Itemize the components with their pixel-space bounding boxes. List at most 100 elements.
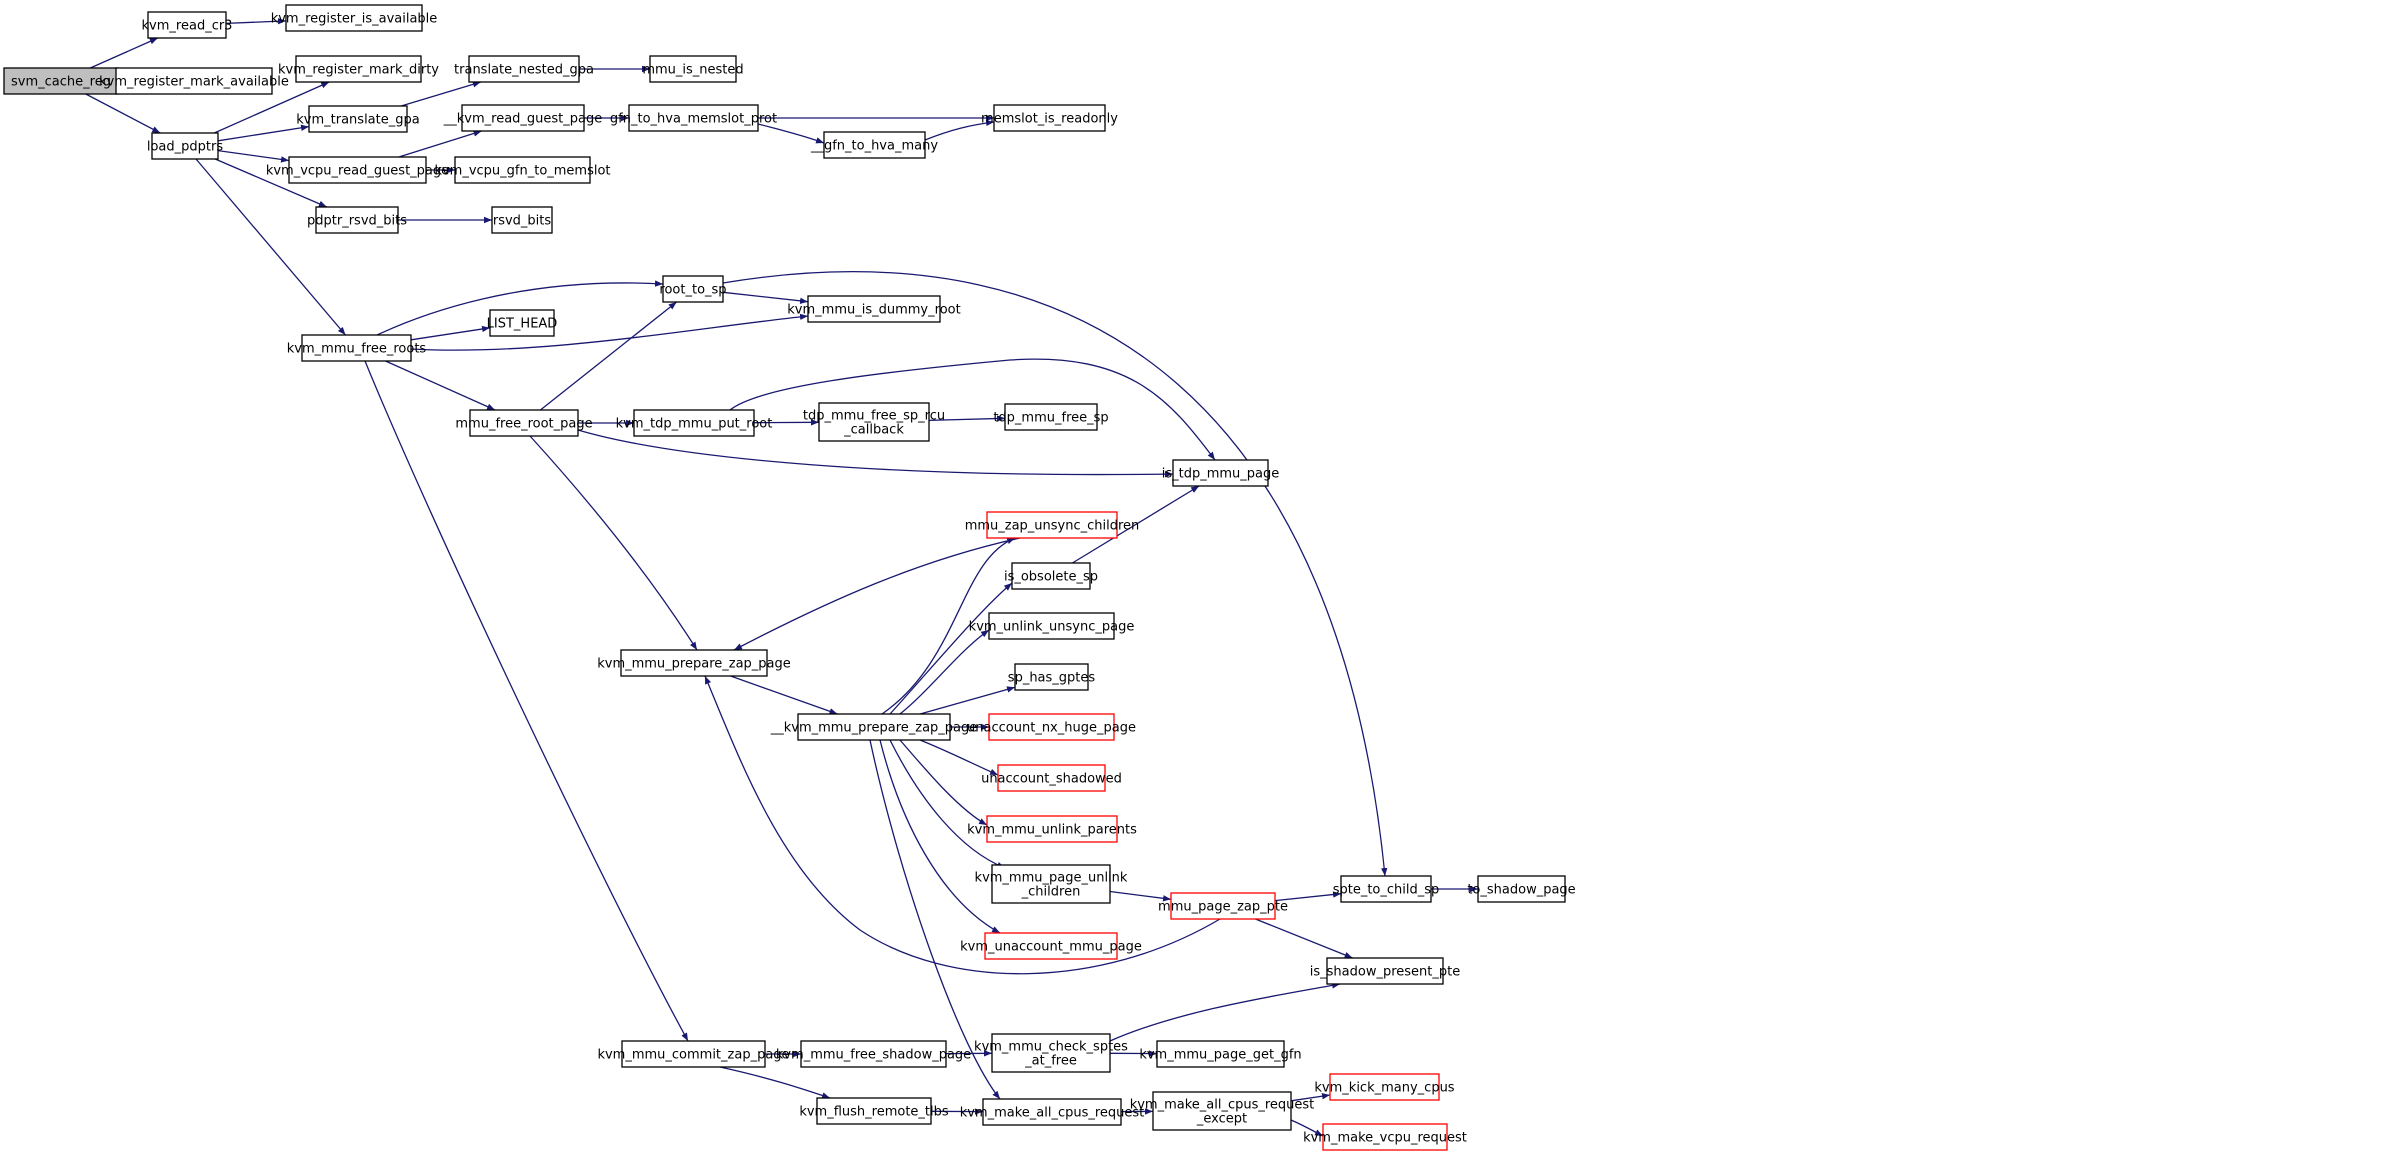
node-unaccount_shadowed[interactable]: unaccount_shadowed (981, 764, 1122, 792)
node-tdp_mmu_free_sp_rcu_callback[interactable]: tdp_mmu_free_sp_rcu_callback (803, 402, 945, 442)
node-label: __kvm_mmu_prepare_zap_page (770, 721, 978, 736)
node-kvm_mmu_check_sptes_at_free[interactable]: kvm_mmu_check_sptes_at_free (974, 1033, 1128, 1073)
edge-__gfn_to_hva_many-to-memslot_is_readonly (924, 119, 995, 141)
edge-mmu_page_zap_pte-to-is_shadow_present_pte (1255, 918, 1353, 959)
node-kvm_vcpu_read_guest_page[interactable]: kvm_vcpu_read_guest_page (266, 156, 449, 184)
node-kvm_make_all_cpus_request[interactable]: kvm_make_all_cpus_request (960, 1098, 1145, 1126)
node-kvm_flush_remote_tlbs[interactable]: kvm_flush_remote_tlbs (799, 1097, 949, 1125)
node-mmu_is_nested[interactable]: mmu_is_nested (642, 55, 744, 83)
node-label: kvm_kick_many_cpus (1314, 1081, 1454, 1096)
node-kvm_mmu_page_get_gfn[interactable]: kvm_mmu_page_get_gfn (1139, 1040, 1302, 1068)
node-box (797, 713, 951, 741)
node-mmu_free_root_page[interactable]: mmu_free_root_page (455, 409, 593, 437)
node-box (986, 511, 1118, 539)
node-__kvm_read_guest_page[interactable]: __kvm_read_guest_page (443, 104, 603, 132)
node-kvm_tdp_mmu_put_root[interactable]: kvm_tdp_mmu_put_root (616, 409, 773, 437)
node-is_shadow_present_pte[interactable]: is_shadow_present_pte (1310, 957, 1460, 985)
node-kvm_register_mark_dirty[interactable]: kvm_register_mark_dirty (278, 55, 439, 83)
node-box (115, 67, 273, 95)
node-label: kvm_register_mark_dirty (278, 63, 439, 78)
node-box (621, 1040, 766, 1068)
node-kvm_mmu_prepare_zap_page[interactable]: kvm_mmu_prepare_zap_page (597, 649, 791, 677)
node-label: tdp_mmu_free_sp_rcu (803, 409, 945, 424)
node-box (285, 4, 423, 32)
node-box (1170, 892, 1276, 920)
node-label: spte_to_child_sp (1333, 883, 1440, 898)
node-kvm_mmu_commit_zap_page[interactable]: kvm_mmu_commit_zap_page (597, 1040, 790, 1068)
node-unaccount_nx_huge_page[interactable]: unaccount_nx_huge_page (967, 713, 1136, 741)
node-kvm_read_cr3[interactable]: kvm_read_cr3 (142, 11, 233, 39)
node-mmu_zap_unsync_children[interactable]: mmu_zap_unsync_children (965, 511, 1140, 539)
edge-kvm_mmu_page_unlink_children-to-mmu_page_zap_pte (1109, 890, 1172, 902)
node-kvm_mmu_page_unlink_children[interactable]: kvm_mmu_page_unlink_children (975, 864, 1128, 904)
node-label: _children (1021, 885, 1081, 900)
edge-kvm_mmu_free_roots-to-root_to_sp (376, 280, 664, 336)
node-translate_nested_gpa[interactable]: translate_nested_gpa (454, 55, 594, 83)
node-pdptr_rsvd_bits[interactable]: pdptr_rsvd_bits (307, 206, 407, 234)
node-kvm_unaccount_mmu_page[interactable]: kvm_unaccount_mmu_page (960, 932, 1142, 960)
node-kvm_kick_many_cpus[interactable]: kvm_kick_many_cpus (1314, 1073, 1455, 1101)
node-sp_has_gptes[interactable]: sp_has_gptes (1008, 663, 1096, 691)
node-box (1156, 1040, 1285, 1068)
node-tdp_mmu_free_sp[interactable]: tdp_mmu_free_sp (993, 403, 1109, 431)
node-root_to_sp[interactable]: root_to_sp (659, 275, 727, 303)
edge-__kvm_mmu_prepare_zap_page-to-unaccount_shadowed (919, 739, 999, 776)
node-label: _except (1196, 1112, 1247, 1127)
edge-load_pdptrs-to-pdptr_rsvd_bits (214, 158, 328, 208)
node-kvm_mmu_unlink_parents[interactable]: kvm_mmu_unlink_parents (967, 815, 1137, 843)
node-rsvd_bits[interactable]: rsvd_bits (491, 206, 553, 234)
node-box (295, 55, 422, 83)
node-kvm_mmu_free_shadow_page[interactable]: kvm_mmu_free_shadow_page (776, 1040, 971, 1068)
node-label: kvm_mmu_page_get_gfn (1139, 1048, 1301, 1063)
edge-kvm_make_all_cpus_request_except-to-kvm_kick_many_cpus (1290, 1093, 1331, 1102)
node-label: kvm_mmu_check_sptes (974, 1040, 1128, 1055)
node-LIST_HEAD[interactable]: LIST_HEAD (487, 309, 558, 337)
node-spte_to_child_sp[interactable]: spte_to_child_sp (1333, 875, 1440, 903)
edge-mmu_page_zap_pte-to-spte_to_child_sp (1274, 891, 1342, 902)
node-label: _at_free (1024, 1054, 1077, 1069)
node-box (662, 275, 724, 303)
edge-kvm_mmu_free_roots-to-LIST_HEAD (410, 325, 491, 341)
edge-svm_cache_reg-to-load_pdptrs (85, 93, 161, 134)
nodes-layer: svm_cache_reg kvm_read_cr3 kvm_register_is… (3, 4, 1576, 1151)
node-is_tdp_mmu_page[interactable]: is_tdp_mmu_page (1162, 459, 1280, 487)
node-kvm_translate_gpa[interactable]: kvm_translate_gpa (296, 105, 420, 133)
node-box (986, 815, 1118, 843)
node-label: rsvd_bits (493, 214, 552, 229)
edge-kvm_mmu_check_sptes_at_free-to-is_shadow_present_pte (1109, 982, 1341, 1042)
node-svm_cache_reg[interactable]: svm_cache_reg (3, 67, 119, 95)
node-load_pdptrs[interactable]: load_pdptrs (147, 132, 223, 160)
edge-load_pdptrs-to-kvm_vcpu_read_guest_page (217, 149, 290, 163)
node-is_obsolete_sp[interactable]: is_obsolete_sp (1004, 562, 1098, 590)
node-box (461, 104, 585, 132)
node-kvm_register_mark_available[interactable]: kvm_register_mark_available (99, 67, 289, 95)
edge-mmu_free_root_page-to-root_to_sp (539, 301, 678, 411)
node-kvm_make_all_cpus_request_except[interactable]: kvm_make_all_cpus_request_except (1130, 1091, 1315, 1131)
node-label: __gfn_to_hva_many (810, 139, 938, 154)
node-memslot_is_readonly[interactable]: memslot_is_readonly (981, 104, 1118, 132)
node-__gfn_to_hva_many[interactable]: __gfn_to_hva_many (810, 131, 938, 159)
node-label: __kvm_read_guest_page (443, 112, 603, 127)
node-label: mmu_is_nested (642, 63, 743, 78)
node-kvm_make_vcpu_request[interactable]: kvm_make_vcpu_request (1303, 1123, 1467, 1151)
node-label: svm_cache_reg (11, 75, 111, 90)
node-kvm_mmu_free_roots[interactable]: kvm_mmu_free_roots (287, 334, 427, 362)
edge-__kvm_mmu_prepare_zap_page-to-kvm_unlink_unsync_page (899, 629, 990, 715)
edge-__kvm_mmu_prepare_zap_page-to-is_obsolete_sp (889, 582, 1013, 715)
node-kvm_mmu_is_dummy_root[interactable]: kvm_mmu_is_dummy_root (787, 295, 961, 323)
edge-load_pdptrs-to-kvm_translate_gpa (217, 124, 310, 142)
node-to_shadow_page[interactable]: to_shadow_page (1467, 875, 1576, 903)
edge-kvm_mmu_prepare_zap_page-to-__kvm_mmu_prepare_zap_page (730, 675, 838, 715)
edge-mmu_zap_unsync_children-to-kvm_mmu_prepare_zap_page (733, 537, 1021, 651)
node-kvm_register_is_available[interactable]: kvm_register_is_available (271, 4, 438, 32)
node-box (308, 105, 408, 133)
node-gfn_to_hva_memslot_prot[interactable]: gfn_to_hva_memslot_prot (610, 104, 777, 132)
node-__kvm_mmu_prepare_zap_page[interactable]: __kvm_mmu_prepare_zap_page (770, 713, 978, 741)
node-label: is_shadow_present_pte (1310, 965, 1460, 980)
node-label: kvm_register_mark_available (99, 75, 289, 90)
node-kvm_vcpu_gfn_to_memslot[interactable]: kvm_vcpu_gfn_to_memslot (434, 156, 611, 184)
node-box (993, 104, 1106, 132)
node-kvm_unlink_unsync_page[interactable]: kvm_unlink_unsync_page (969, 612, 1135, 640)
node-mmu_page_zap_pte[interactable]: mmu_page_zap_pte (1158, 892, 1288, 920)
